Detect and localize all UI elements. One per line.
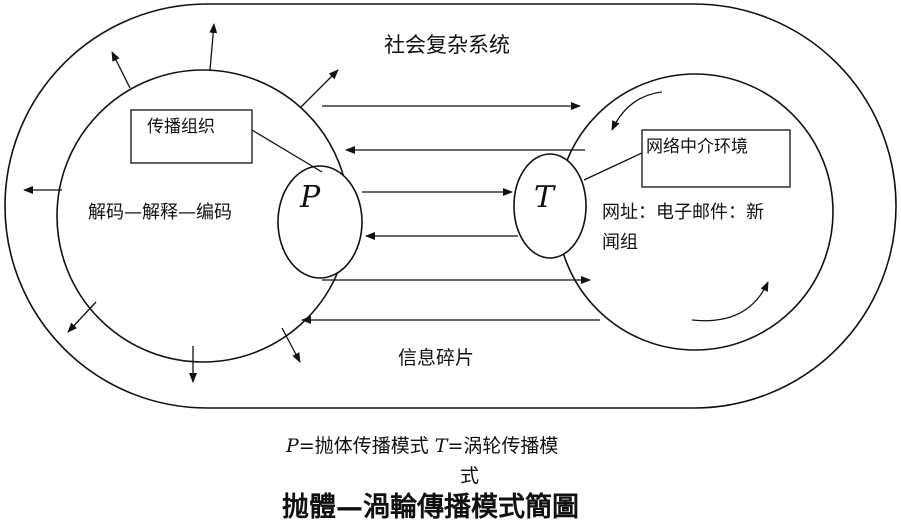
network-items-line2: 闻组 [602,232,638,253]
caption-p: P [285,435,300,457]
right-box-connector [583,151,645,181]
outward-arrows [23,23,339,383]
transmission-org-label: 传播组织 [147,117,215,137]
caption-line1: P=抛体传播模式 T=涡轮传播模 [285,435,558,457]
figure-title: 抛體—渦輪傳播模式簡圖 [282,491,579,523]
p-circle [277,165,363,279]
info-fragments-label: 信息碎片 [398,347,474,369]
caption-p-desc: =抛体传播模式 [299,435,435,457]
left-box-connector [251,129,323,173]
network-items-line1: 网址：电子邮件：新 [602,202,764,223]
t-label: T [534,180,556,215]
caption-t-desc: =涡轮传播模 [447,435,558,457]
swirl-arrow-bottom [691,281,769,322]
network-env-label: 网络中介环境 [646,137,748,157]
swirl-arrow-top [611,91,663,131]
transmission-org-box [130,109,253,164]
t-circle [513,153,587,259]
social-system-boundary [4,3,897,409]
decode-process-label: 解码—解释—编码 [88,202,232,223]
social-system-title: 社会复杂系统 [384,33,510,57]
p-label: P [299,180,321,215]
flow-arrows [301,102,600,324]
caption-t: T [435,435,449,457]
caption-line2: 式 [460,465,479,487]
network-env-box [641,129,791,188]
